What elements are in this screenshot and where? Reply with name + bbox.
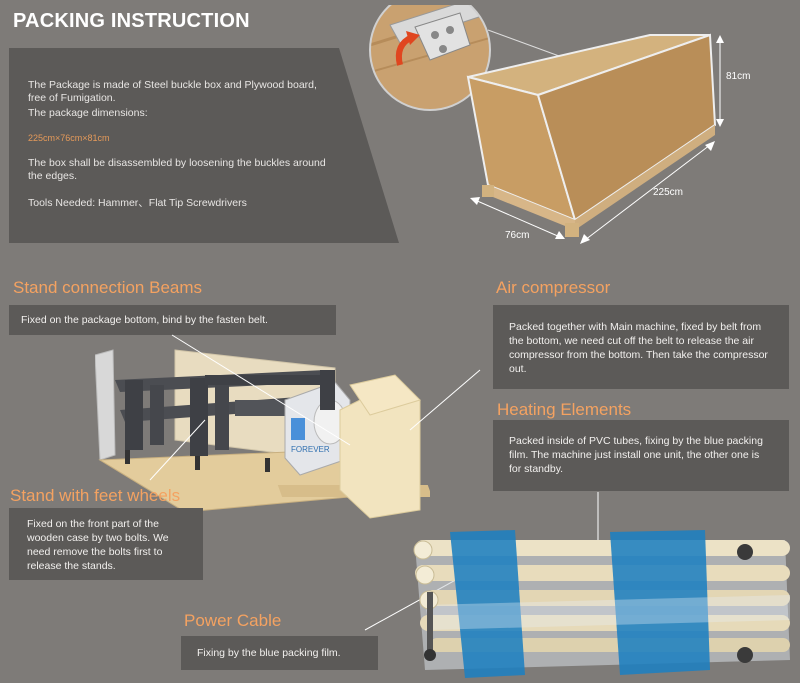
tubes-drawing	[413, 530, 790, 678]
compressor-text-box: Packed together with Main machine, fixed…	[493, 305, 789, 389]
compressor-text: Packed together with Main machine, fixed…	[509, 321, 768, 375]
page-title: PACKING INSTRUCTION	[13, 10, 250, 32]
beams-text-box: Fixed on the package bottom, bind by the…	[9, 305, 336, 335]
beams-heading: Stand connection Beams	[13, 278, 203, 297]
stand-text: Fixed on the front part of the wooden ca…	[27, 518, 169, 572]
heating-text-box: Packed inside of PVC tubes, fixing by th…	[493, 420, 789, 491]
blue-film-left	[450, 530, 525, 678]
intro-line-4: Tools Needed: Hammer、Flat Tip Screwdrive…	[28, 197, 247, 209]
stand-text-box: Fixed on the front part of the wooden ca…	[9, 508, 203, 580]
power-text: Fixing by the blue packing film.	[197, 647, 341, 659]
intro-line-1: The Package is made of Steel buckle box …	[28, 79, 317, 104]
compressor-heading: Air compressor	[496, 278, 611, 297]
intro-panel-shape	[9, 48, 399, 243]
stand-heading: Stand with feet wheels	[10, 486, 181, 505]
intro-dimensions: 225cm×76cm×81cm	[28, 133, 110, 143]
crate-drawing	[369, 0, 724, 244]
power-heading: Power Cable	[184, 611, 282, 630]
machine-logo: FOREVER	[291, 445, 330, 454]
intro-panel: The Package is made of Steel buckle box …	[9, 48, 399, 243]
intro-line-3: The box shall be disassembled by looseni…	[28, 157, 326, 182]
tubes-photo	[405, 510, 795, 683]
beams-text: Fixed on the package bottom, bind by the…	[21, 314, 268, 326]
crate-width-label: 76cm	[505, 230, 530, 241]
heating-heading: Heating Elements	[497, 400, 632, 419]
crate-height-label: 81cm	[726, 71, 751, 82]
crate-illustration: 81cm 225cm 76cm	[360, 0, 780, 250]
heating-text: Packed inside of PVC tubes, fixing by th…	[509, 435, 763, 475]
power-text-box: Fixing by the blue packing film.	[181, 636, 378, 670]
intro-line-2: The package dimensions:	[28, 107, 148, 119]
crate-length-label: 225cm	[653, 187, 684, 198]
blue-film-right	[610, 530, 710, 675]
intro-text: The Package is made of Steel buckle box …	[28, 79, 328, 210]
